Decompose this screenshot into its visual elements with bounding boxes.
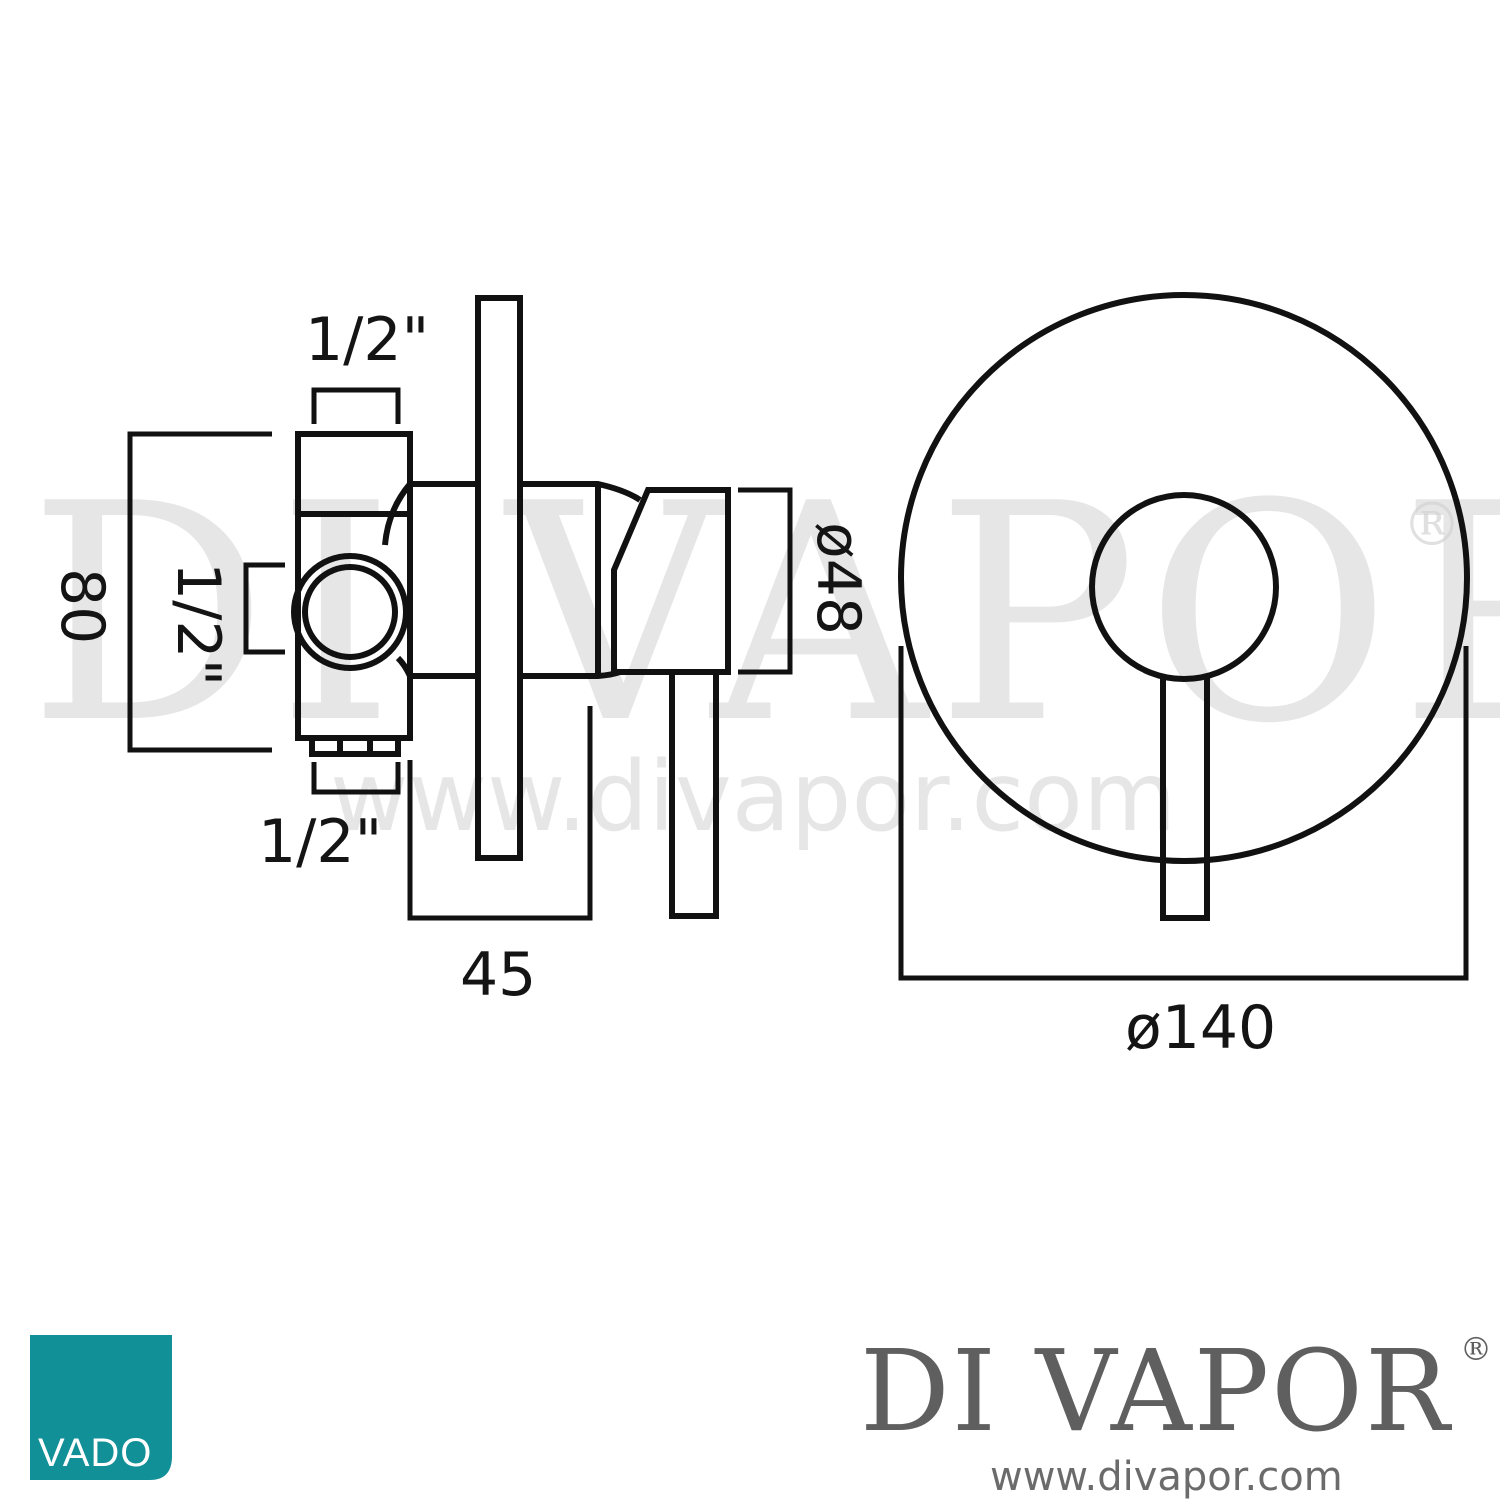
lever-side — [669, 669, 719, 919]
wall-plate-side — [475, 295, 523, 861]
dim-top-inlet-line — [311, 387, 401, 424]
dim-handle-diameter-line — [738, 487, 793, 675]
front-view: ø140 — [898, 292, 1470, 1063]
watermark-registered-mark: ® — [1402, 490, 1462, 560]
housing-curve-bottom — [395, 655, 413, 678]
vado-logo: VADO — [30, 1335, 172, 1480]
side-inlet-outer — [291, 553, 409, 671]
divapor-brand: DI VAPOR ® www.divapor.com — [860, 1327, 1492, 1500]
valve-body-top-block — [295, 431, 413, 517]
dim-depth-line — [407, 706, 593, 921]
side-view: 1/2" 1/2" 80 1/2" 45 ø48 — [47, 295, 873, 1010]
vado-logo-text: VADO — [38, 1431, 152, 1475]
dim-height-label: 80 — [47, 568, 117, 644]
bottom-thread — [309, 735, 401, 757]
dim-side-inlet-label: 1/2" — [163, 562, 233, 686]
dim-bottom-outlet-label: 1/2" — [258, 807, 382, 877]
dim-plate-diameter-line — [898, 646, 1469, 981]
dim-depth-label: 45 — [460, 940, 536, 1010]
brand-registered-mark: ® — [1460, 1330, 1492, 1368]
vado-logo-badge — [30, 1335, 172, 1480]
brand-name: DI VAPOR — [860, 1327, 1453, 1457]
dim-plate-diameter-label: ø140 — [1125, 993, 1276, 1063]
handle-hub-front — [1089, 492, 1279, 682]
dim-height-line — [127, 431, 272, 753]
wall-plate-front — [898, 292, 1470, 864]
side-inlet-inner — [302, 564, 398, 660]
dim-bottom-outlet-line — [311, 762, 401, 795]
dim-handle-diameter-label: ø48 — [803, 522, 873, 635]
watermark: DI VAPOR ® www.divapor.com — [28, 440, 1500, 853]
dim-top-inlet-label: 1/2" — [305, 305, 429, 375]
watermark-name: DI VAPOR — [28, 440, 1500, 789]
dim-side-inlet-line — [243, 562, 285, 655]
watermark-url: www.divapor.com — [330, 741, 1176, 853]
lever-front — [1160, 678, 1210, 921]
brand-url: www.divapor.com — [990, 1454, 1343, 1500]
housing-curve-top — [382, 482, 413, 546]
